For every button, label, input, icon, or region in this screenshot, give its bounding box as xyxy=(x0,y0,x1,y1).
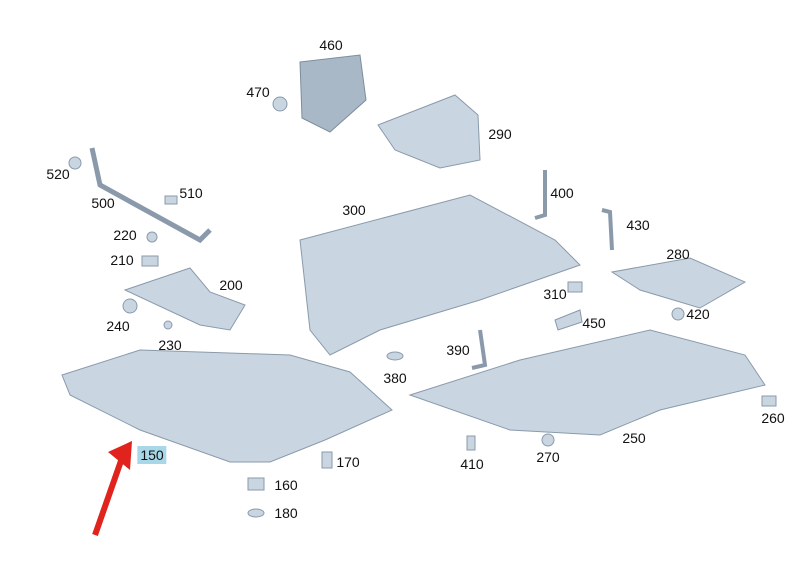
label-160: 160 xyxy=(274,477,298,493)
label-310: 310 xyxy=(543,286,567,302)
label-410: 410 xyxy=(460,456,484,472)
label-240: 240 xyxy=(106,318,130,334)
part-160 xyxy=(247,477,265,491)
part-300 xyxy=(299,194,581,356)
pointer-arrow-shaft xyxy=(92,457,125,536)
part-410 xyxy=(466,435,476,451)
part-240 xyxy=(122,298,138,314)
label-390: 390 xyxy=(446,342,470,358)
part-260 xyxy=(761,395,777,407)
part-150 xyxy=(61,349,393,463)
part-310 xyxy=(567,281,583,293)
label-270: 270 xyxy=(536,449,560,465)
part-420 xyxy=(671,307,685,321)
part-170 xyxy=(321,451,333,469)
label-250: 250 xyxy=(622,430,646,446)
label-150-highlighted: 150 xyxy=(137,446,167,464)
part-180 xyxy=(247,508,265,518)
label-210: 210 xyxy=(110,252,134,268)
label-470: 470 xyxy=(246,84,270,100)
part-460 xyxy=(299,54,367,133)
label-170: 170 xyxy=(336,454,360,470)
label-510: 510 xyxy=(179,185,203,201)
part-390 xyxy=(471,329,488,370)
label-300: 300 xyxy=(342,202,366,218)
part-470 xyxy=(272,96,288,112)
label-290: 290 xyxy=(488,126,512,142)
part-220 xyxy=(146,231,158,243)
part-200 xyxy=(123,267,246,331)
label-430: 430 xyxy=(626,217,650,233)
label-380: 380 xyxy=(383,370,407,386)
label-450: 450 xyxy=(582,315,606,331)
label-500: 500 xyxy=(91,195,115,211)
part-450 xyxy=(554,309,583,331)
part-230 xyxy=(163,320,173,330)
part-270 xyxy=(541,433,555,447)
label-230: 230 xyxy=(158,337,182,353)
label-420: 420 xyxy=(686,306,710,322)
label-400: 400 xyxy=(550,185,574,201)
part-510 xyxy=(164,195,178,205)
part-520 xyxy=(68,156,82,170)
label-220: 220 xyxy=(113,227,137,243)
part-290 xyxy=(377,94,481,169)
part-380 xyxy=(386,351,404,361)
pointer-arrow-head xyxy=(108,441,132,470)
label-200: 200 xyxy=(219,277,243,293)
label-180: 180 xyxy=(274,505,298,521)
label-520: 520 xyxy=(46,166,70,182)
label-460: 460 xyxy=(319,37,343,53)
part-210 xyxy=(141,255,159,267)
part-250 xyxy=(408,329,766,436)
part-280 xyxy=(610,257,747,309)
label-260: 260 xyxy=(761,410,785,426)
part-500 xyxy=(89,147,212,244)
part-400 xyxy=(534,170,547,220)
label-280: 280 xyxy=(666,246,690,262)
part-430 xyxy=(601,208,614,251)
